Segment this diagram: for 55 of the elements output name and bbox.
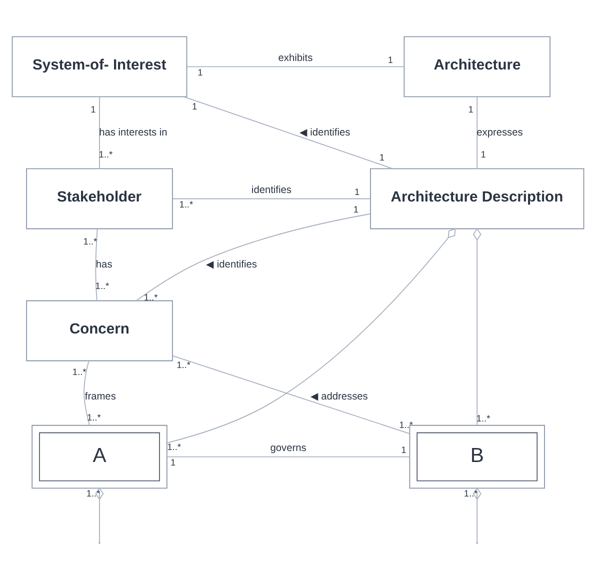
- node-box: System-of- Interest: [12, 36, 188, 98]
- label: 1: [170, 457, 176, 468]
- label: 1..*: [86, 412, 101, 422]
- label: 1: [401, 444, 406, 455]
- connector: [166, 456, 410, 458]
- connector: [166, 228, 456, 444]
- connector: [476, 96, 478, 170]
- label: 1..*: [179, 199, 194, 210]
- label: 1..*: [144, 292, 158, 302]
- connector: [95, 228, 98, 302]
- cluster: [32, 424, 168, 489]
- node-box: Architecture Description: [370, 168, 584, 230]
- edge-label: frames: [84, 391, 116, 402]
- connector: [184, 96, 394, 170]
- connector: [172, 198, 371, 200]
- edge-label: governs: [270, 443, 306, 454]
- node-box: A: [39, 432, 160, 482]
- label: 1..*: [399, 420, 413, 430]
- label: 1: [90, 104, 96, 115]
- node-box: Stakeholder: [26, 168, 173, 230]
- label: 1..*: [476, 414, 490, 424]
- connector: [472, 228, 482, 426]
- edge-label: identifies: [251, 185, 292, 196]
- label: 1..*: [86, 488, 100, 499]
- connector: [136, 213, 371, 302]
- label: 1..*: [72, 366, 86, 377]
- label: 1: [353, 204, 359, 214]
- connector: [172, 355, 410, 434]
- label: 1: [480, 150, 486, 160]
- label: 1: [198, 67, 203, 78]
- label: 1: [354, 186, 360, 197]
- label: 1..*: [83, 236, 98, 246]
- edge-label: ◀ identifies: [299, 127, 350, 138]
- connector: [84, 360, 90, 426]
- edge-label: ◀ identifies: [206, 259, 257, 270]
- node-box: B: [416, 432, 538, 482]
- edge-label: exhibits: [278, 52, 313, 64]
- edge-label: ◀ addresses: [310, 391, 368, 402]
- label: 1: [468, 104, 474, 115]
- edge-label: expresses: [476, 127, 523, 138]
- edge-label: has: [96, 259, 112, 270]
- label: 1..*: [464, 488, 478, 499]
- connector: [476, 492, 478, 543]
- label: 1..*: [95, 281, 110, 292]
- label: 1..*: [176, 360, 190, 370]
- label: 1: [379, 152, 384, 163]
- connector: [186, 66, 404, 68]
- edge-label: has interests in: [99, 127, 168, 138]
- connector: [99, 96, 100, 170]
- node-box: Architecture: [404, 36, 551, 98]
- label: 1: [192, 101, 198, 112]
- node-box: Concern: [26, 300, 173, 362]
- label: 1: [388, 54, 394, 65]
- label: 1..*: [98, 150, 113, 160]
- label: 1..*: [167, 442, 181, 452]
